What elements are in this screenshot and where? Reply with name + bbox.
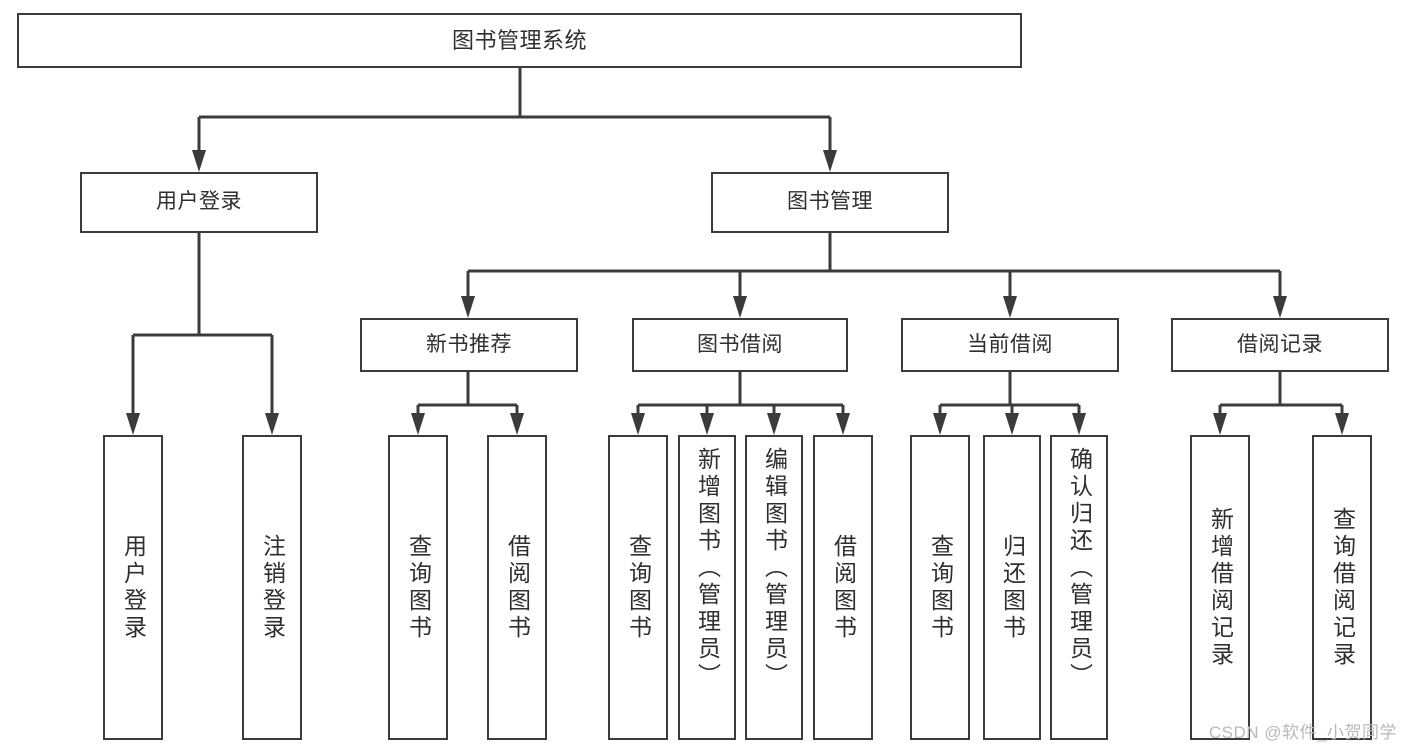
node-label: 归还图书 (999, 533, 1026, 642)
arrow-head-icon (510, 413, 524, 435)
arrow-head-icon (733, 296, 747, 318)
node-label: 借阅记录 (1237, 332, 1323, 356)
arrow-head-icon (836, 413, 850, 435)
node-book-manage[interactable]: 图书管理 (711, 172, 949, 233)
node-borrow-record[interactable]: 借阅记录 (1171, 318, 1389, 372)
arrow-head-icon (461, 296, 475, 318)
node-leaf-confirm-return[interactable]: 确认归还（管理员） (1050, 435, 1108, 740)
arrow-head-icon (265, 413, 279, 435)
node-label: 用户登录 (156, 190, 242, 214)
node-label: 用户登录 (120, 533, 147, 642)
node-leaf-query-record[interactable]: 查询借阅记录 (1312, 435, 1372, 740)
arrow-head-icon (411, 413, 425, 435)
node-label: 借阅图书 (830, 533, 857, 642)
node-label: 借阅图书 (504, 533, 531, 642)
arrow-head-icon (1003, 296, 1017, 318)
node-label: 图书借阅 (697, 332, 783, 356)
arrow-head-icon (1005, 413, 1019, 435)
arrow-head-icon (1213, 413, 1227, 435)
node-label: 查询图书 (405, 533, 432, 642)
node-label: 查询图书 (625, 533, 652, 642)
node-leaf-add-book[interactable]: 新增图书（管理员） (678, 435, 736, 740)
node-label: 新书推荐 (426, 332, 512, 356)
node-label: 图书管理系统 (451, 27, 587, 53)
node-leaf-return-book[interactable]: 归还图书 (983, 435, 1041, 740)
node-current-borrow[interactable]: 当前借阅 (901, 318, 1119, 372)
node-label: 注销登录 (259, 533, 286, 642)
arrow-head-icon (192, 150, 206, 172)
node-leaf-user-login[interactable]: 用户登录 (103, 435, 163, 740)
node-label: 新增借阅记录 (1207, 506, 1234, 669)
node-book-borrow[interactable]: 图书借阅 (632, 318, 848, 372)
node-root[interactable]: 图书管理系统 (17, 13, 1022, 68)
arrow-head-icon (1072, 413, 1086, 435)
node-leaf-add-record[interactable]: 新增借阅记录 (1190, 435, 1250, 740)
arrow-head-icon (1273, 296, 1287, 318)
arrow-head-icon (700, 413, 714, 435)
node-leaf-logout[interactable]: 注销登录 (242, 435, 302, 740)
node-user-login[interactable]: 用户登录 (80, 172, 318, 233)
node-label: 确认归还（管理员） (1066, 447, 1093, 690)
node-new-book-rec[interactable]: 新书推荐 (360, 318, 578, 372)
node-leaf-edit-book[interactable]: 编辑图书（管理员） (745, 435, 803, 740)
arrow-head-icon (767, 413, 781, 435)
arrow-head-icon (933, 413, 947, 435)
node-label: 查询借阅记录 (1329, 506, 1356, 669)
node-leaf-query-book-3[interactable]: 查询图书 (910, 435, 970, 740)
node-leaf-query-book-1[interactable]: 查询图书 (388, 435, 448, 740)
arrow-head-icon (126, 413, 140, 435)
arrow-head-icon (1335, 413, 1349, 435)
arrow-head-icon (823, 150, 837, 172)
node-leaf-borrow-book-2[interactable]: 借阅图书 (813, 435, 873, 740)
node-leaf-borrow-book-1[interactable]: 借阅图书 (487, 435, 547, 740)
arrow-head-icon (631, 413, 645, 435)
node-label: 新增图书（管理员） (694, 447, 721, 690)
node-leaf-query-book-2[interactable]: 查询图书 (608, 435, 668, 740)
node-label: 图书管理 (787, 190, 873, 214)
node-label: 编辑图书（管理员） (761, 447, 788, 690)
node-label: 查询图书 (927, 533, 954, 642)
node-label: 当前借阅 (967, 332, 1053, 356)
